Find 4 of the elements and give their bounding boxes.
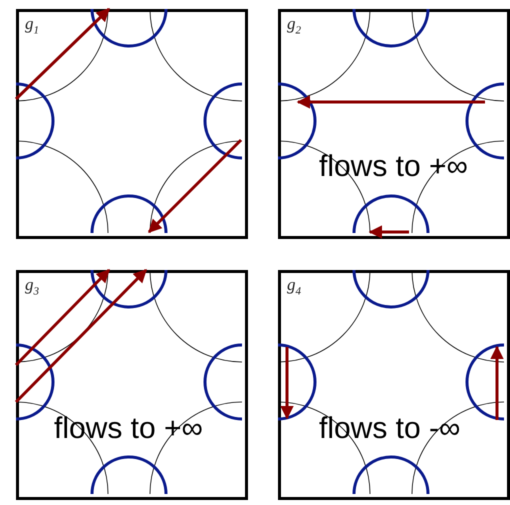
- panel-label: g$_{3}$: [25, 276, 39, 298]
- panel-label: g$_{4}$: [287, 276, 301, 298]
- panel-label: g$_{2}$: [287, 15, 301, 36]
- panel-label: g$_{1}$: [25, 15, 39, 36]
